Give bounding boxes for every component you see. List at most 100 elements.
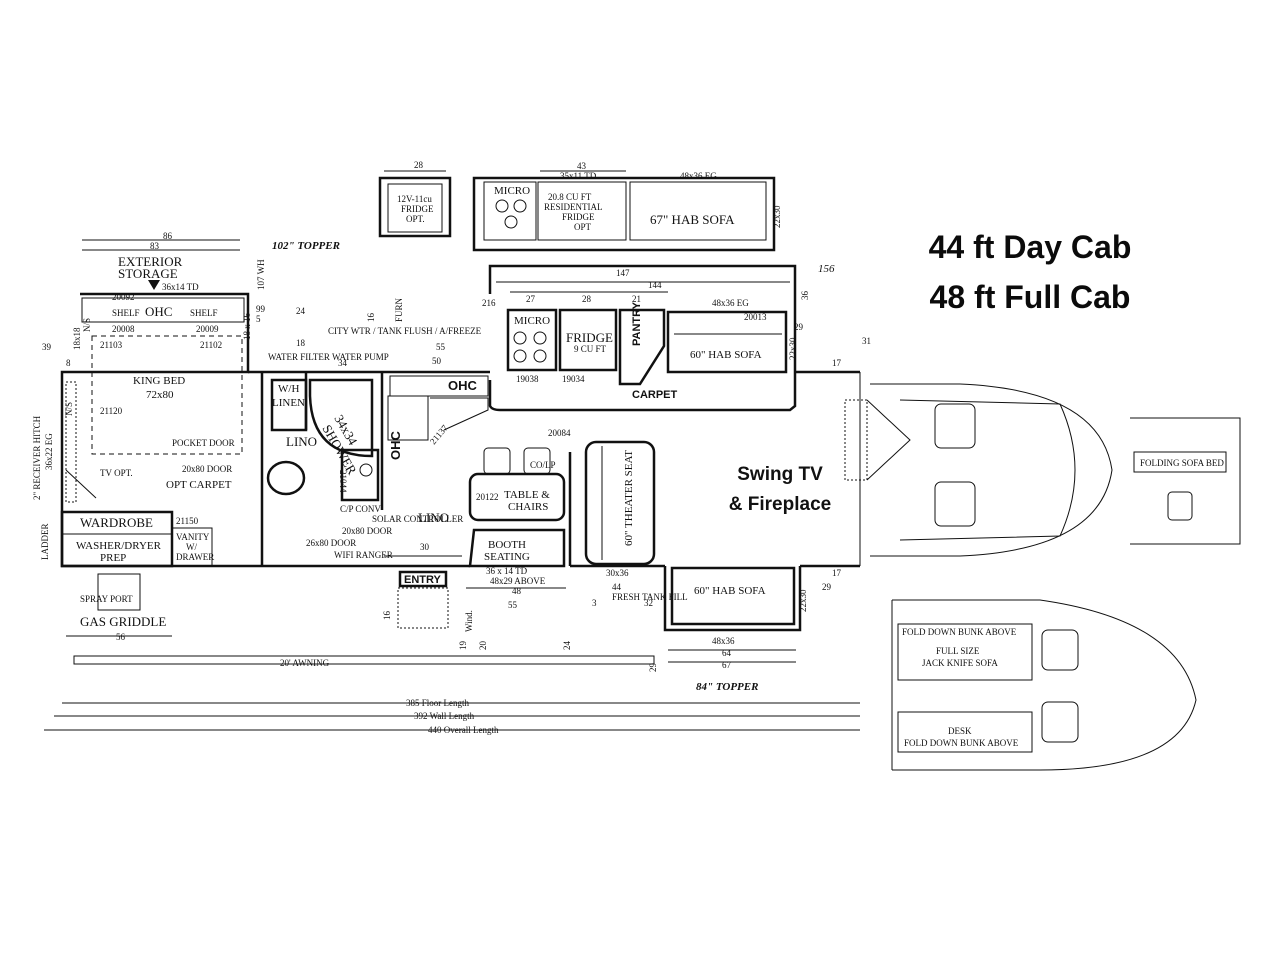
label-washer-dryer: WASHER/DRYER <box>76 540 162 552</box>
label-wifi-ranger: WIFI RANGER <box>334 550 393 560</box>
label-city-water: CITY WTR / TANK FLUSH / A/FREEZE <box>328 326 482 336</box>
label-receiver-hitch: 2" RECEIVER HITCH <box>32 415 42 500</box>
burner-icon <box>495 199 509 213</box>
label-exterior-storage-2: STORAGE <box>118 266 178 281</box>
label-ns-left: N/S <box>64 402 74 416</box>
wardrobe-area: WARDROBE WASHER/DRYER PREP VANITY W/ DRA… <box>60 510 214 568</box>
label-booth-seating: SEATING <box>484 551 530 563</box>
label-pocket-door: POCKET DOOR <box>172 438 235 448</box>
label-full-size: FULL SIZE <box>936 646 980 656</box>
dim-50: 50 <box>432 356 442 366</box>
burner-icon <box>513 349 527 363</box>
dim-24-bottom: 24 <box>562 641 572 651</box>
dim-15-furn: 16 <box>366 313 376 323</box>
dim-55-bottom: 55 <box>508 600 518 610</box>
dim-24: 24 <box>296 306 306 316</box>
dim-30: 30 <box>420 542 430 552</box>
dim-fridge-opt: 28 <box>414 160 424 170</box>
gas-griddle: SPRAY PORT GAS GRIDDLE 56 <box>66 573 172 642</box>
feature-note-line2: & Fireplace <box>728 494 832 515</box>
label-micro: MICRO <box>514 315 550 327</box>
dim-48x36-eg: 48x36 EG <box>712 298 749 308</box>
label-water-filter: WATER FILTER WATER PUMP <box>268 352 389 362</box>
option-fridge-box: 28 12V-11cu FRIDGE OPT. <box>378 160 452 238</box>
label-res-fridge-1: 20.8 CU FT <box>548 192 592 202</box>
label-lino-main: LINO <box>418 510 449 525</box>
truck-day-cab <box>870 383 1113 557</box>
label-exterior-storage-1: EXTERIOR <box>118 254 183 269</box>
code-20008: 20008 <box>112 324 135 334</box>
label-ladder: LADDER <box>40 524 50 561</box>
label-opt-sofa: 67" HAB SOFA <box>650 212 735 227</box>
shower <box>308 378 374 458</box>
headline-day-cab: 44 ft Day Cab <box>928 229 1132 265</box>
label-fridge-opt-2: FRIDGE <box>401 204 434 214</box>
label-wall-length: 392 Wall Length <box>414 711 475 721</box>
label-td-36x14-bottom: 36 x 14 TD <box>486 566 528 576</box>
dim-5: 5 <box>256 314 261 324</box>
burner-icon <box>533 349 547 363</box>
dim-216: 216 <box>482 298 496 308</box>
dim-topper-102: 102" TOPPER <box>272 240 340 252</box>
dim-16: 16 <box>382 611 392 621</box>
dim-144: 144 <box>648 280 662 290</box>
dim-sofa-opt: 48x36 EG <box>680 171 717 181</box>
dim-67: 67 <box>722 660 732 670</box>
label-opt-carpet: OPT CARPET <box>166 479 232 491</box>
trailer-outline <box>60 264 911 632</box>
label-theater-seat: 60" THEATER SEAT <box>623 450 635 546</box>
dim-21: 21 <box>632 294 641 304</box>
dim-29-bottom: 29 <box>648 663 658 673</box>
label-fridge-opt-3: OPT. <box>406 214 425 224</box>
label-wardrobe: WARDROBE <box>80 515 153 530</box>
theater-seat <box>584 440 656 566</box>
code-21120: 21120 <box>100 406 123 416</box>
label-furn: FURN <box>394 297 404 322</box>
label-awning: 20' AWNING <box>280 658 330 668</box>
dim-44: 44 <box>612 582 622 592</box>
dim-wind: Wind. <box>464 610 474 632</box>
label-ohc-vertical: OHC <box>388 431 403 461</box>
label-sofa-60-bottom: 60" HAB SOFA <box>694 585 766 597</box>
dim-83: 83 <box>150 241 160 251</box>
label-vanity-drawer: DRAWER <box>176 552 214 562</box>
seat-icon <box>934 403 976 449</box>
label-folding-sofa-bed: FOLDING SOFA BED <box>1140 458 1224 468</box>
chair-icon <box>523 447 551 475</box>
label-door-26x80: 26x80 DOOR <box>306 538 356 548</box>
dim-18x18: 18x18 <box>72 327 82 350</box>
code-20122: 20122 <box>476 492 499 502</box>
dim-31: 31 <box>862 336 871 346</box>
label-door-20x80-bath: 20x80 DOOR <box>342 526 392 536</box>
feature-note: Swing TV & Fireplace <box>700 460 860 520</box>
label-pantry: PANTRY <box>631 301 643 346</box>
entry-door <box>398 570 448 588</box>
awning <box>73 655 655 665</box>
label-107-wh: 107 WH <box>256 259 266 290</box>
arrow-down-icon <box>148 280 160 290</box>
dim-36-top: 36 <box>800 291 810 301</box>
label-shelf-right: SHELF <box>190 308 218 318</box>
label-linen: LINEN <box>272 397 305 409</box>
king-bed <box>91 335 243 455</box>
chair-icon <box>483 447 511 475</box>
label-fold-bunk-1: FOLD DOWN BUNK ABOVE <box>902 627 1017 637</box>
headline: 44 ft Day Cab 48 ft Full Cab <box>880 222 1180 322</box>
hallway-ohc: OHC OHC 21137 50 55 216 LINO <box>387 298 496 525</box>
label-table: TABLE & <box>504 489 550 501</box>
dim-19: 19 <box>458 641 468 651</box>
label-fridge-opt-1: 12V-11cu <box>397 194 432 204</box>
label-vanity: VANITY <box>176 532 210 542</box>
label-tv-opt: TV OPT. <box>100 468 133 478</box>
label-fridge-size: 9 CU FT <box>574 344 607 354</box>
label-lino-bath: LINO <box>286 434 317 449</box>
tv-mount <box>65 469 97 499</box>
label-res-fridge-3: FRIDGE <box>562 212 595 222</box>
dim-48: 48 <box>512 586 522 596</box>
dim-30x36: 30x36 <box>606 568 629 578</box>
dim-opt-side: 22x30 <box>772 205 782 228</box>
burner-icon <box>513 199 527 213</box>
length-dimensions: 20' AWNING 385 Floor Length 392 Wall Len… <box>44 655 860 735</box>
dim-20: 20 <box>478 641 488 651</box>
bathroom: W/H LINEN 34x34 SHOWER LINO 21044 C/P CO… <box>260 297 482 566</box>
